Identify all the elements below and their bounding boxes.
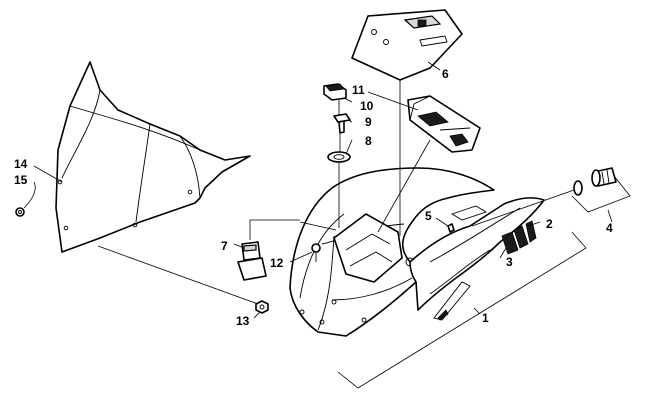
callout-1: 1 (482, 311, 489, 325)
module-bracket (407, 95, 481, 153)
windshield (55, 61, 251, 253)
cap (323, 83, 347, 101)
callout-12: 12 (270, 256, 284, 270)
callout-9: 9 (365, 115, 372, 129)
fastener (333, 113, 351, 134)
callout-4: 4 (606, 221, 613, 235)
hood (289, 167, 495, 337)
windshield-nut (255, 300, 269, 314)
callout-3: 3 (506, 255, 513, 269)
callout-11: 11 (352, 83, 365, 97)
callout-labels: 1 2 3 4 5 6 7 8 9 10 11 12 13 14 15 (14, 67, 613, 328)
connector (573, 167, 617, 196)
callout-6: 6 (442, 67, 449, 81)
screw-5 (447, 205, 488, 233)
screw-12 (311, 243, 321, 262)
leader-lines (23, 61, 631, 389)
callout-14: 14 (14, 157, 28, 171)
side-panel (409, 197, 545, 321)
windshield-screw (15, 207, 25, 217)
callout-15: 15 (14, 173, 28, 187)
callout-2: 2 (546, 217, 553, 231)
grommet (327, 151, 351, 163)
callout-8: 8 (365, 134, 372, 148)
callout-7: 7 (221, 239, 228, 253)
callout-10: 10 (360, 99, 374, 113)
callout-5: 5 (425, 209, 432, 223)
callout-13: 13 (236, 314, 250, 328)
plug (237, 241, 267, 281)
